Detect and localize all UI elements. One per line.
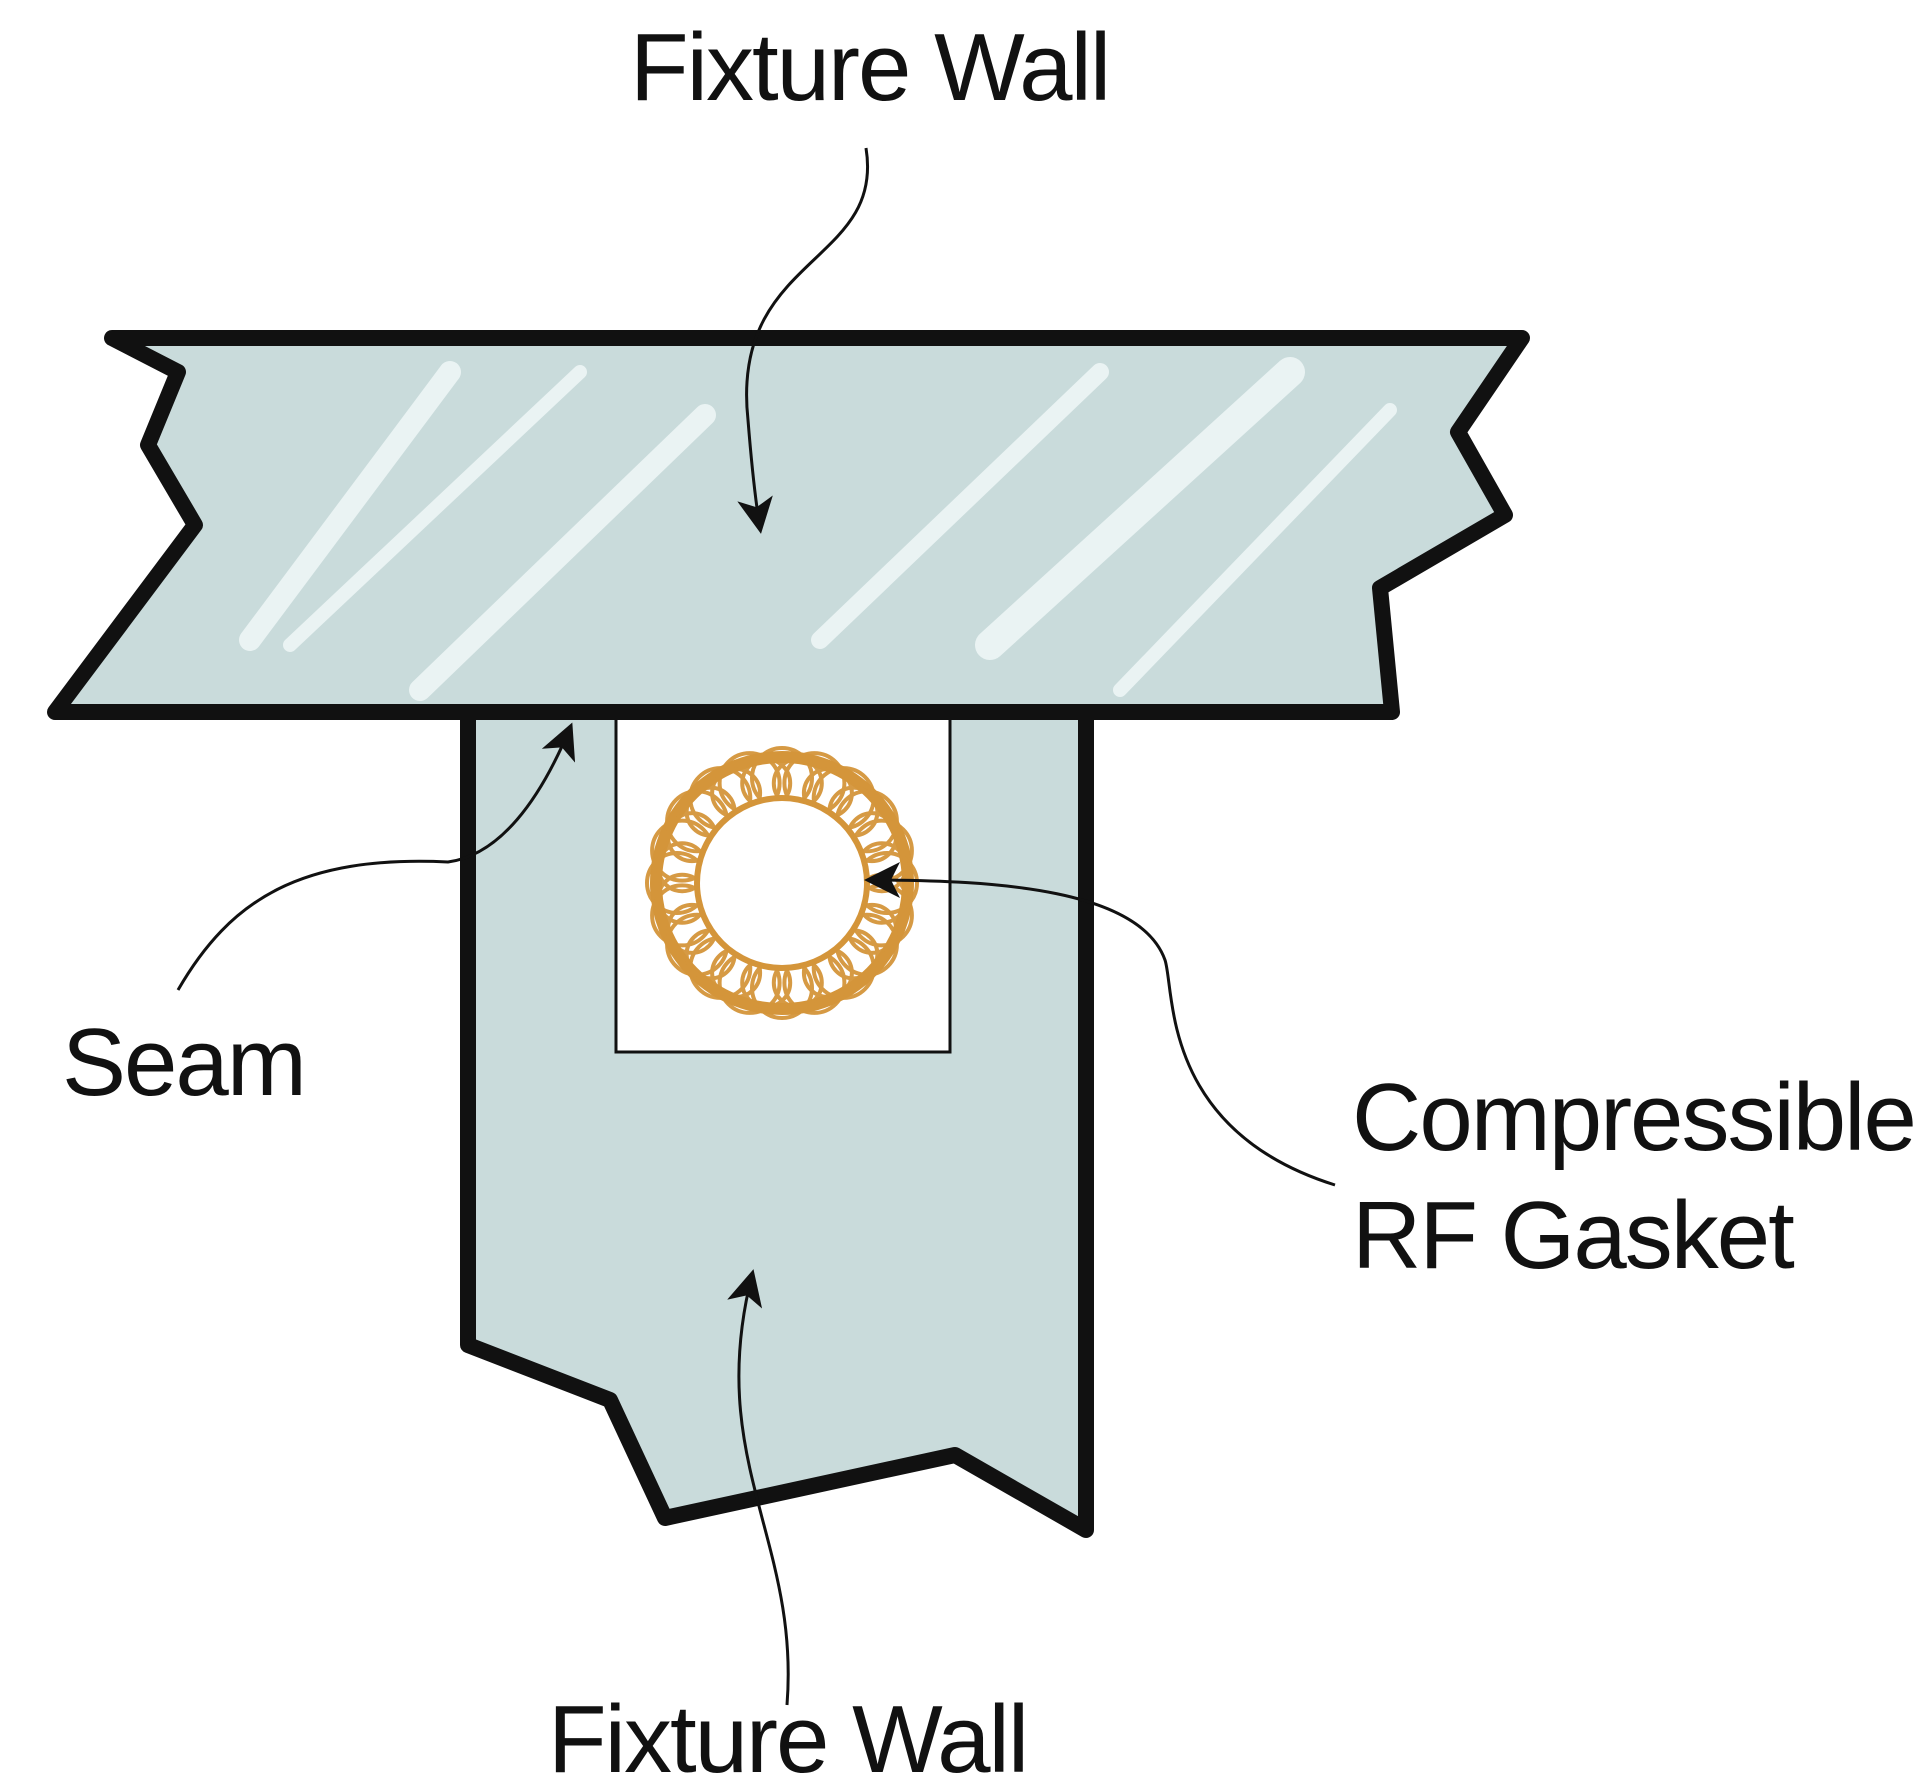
top-wall-label: Fixture Wall: [630, 14, 1109, 121]
top-wall-highlights: [239, 357, 1397, 701]
gasket-mesh-loop: [827, 785, 880, 838]
seam-leader: [176, 722, 576, 991]
gasket-label-line1: Compressible: [1352, 1064, 1915, 1171]
gasket-label-line2: RF Gasket: [1352, 1182, 1794, 1289]
gasket-leader: [864, 862, 1336, 1187]
gasket-mesh-loop: [827, 928, 880, 981]
bottom-wall-leader: [727, 1269, 790, 1706]
top-wall-leader: [737, 147, 870, 534]
bottom-wall-label: Fixture Wall: [548, 1686, 1027, 1792]
rf-gasket: [645, 746, 919, 1020]
gasket-mesh-loop: [684, 785, 737, 838]
gasket-mesh-loop: [684, 928, 737, 981]
seam-label: Seam: [62, 1009, 305, 1116]
top-fixture-wall: [47, 330, 1530, 720]
